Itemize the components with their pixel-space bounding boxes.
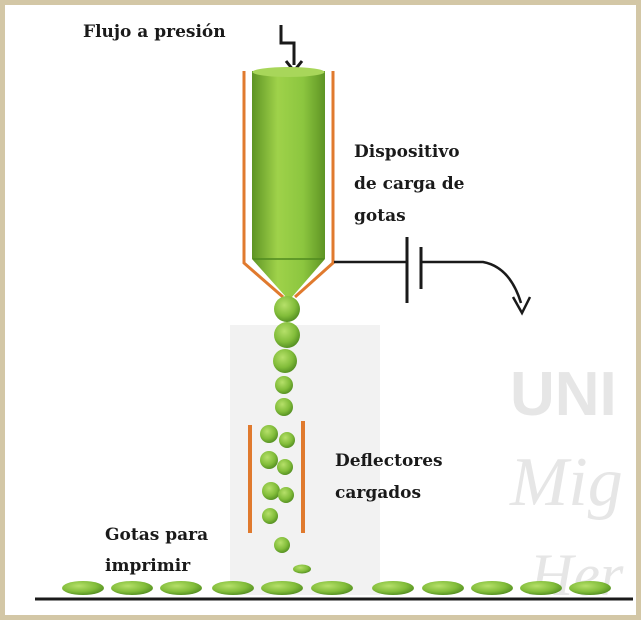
- nozzle-wall-left: [242, 71, 284, 299]
- drop: [275, 398, 293, 416]
- printed-drop: [62, 581, 104, 595]
- printed-drop: [520, 581, 562, 595]
- drops-label-line-1: Gotas para: [105, 525, 208, 545]
- drop: [273, 349, 297, 373]
- drop: [274, 537, 290, 553]
- printed-drop: [372, 581, 414, 595]
- charge-label-line-2: de carga de: [354, 174, 465, 194]
- printed-drop: [261, 581, 303, 595]
- drop: [275, 376, 293, 394]
- fluid-surface: [252, 67, 325, 77]
- drop: [274, 322, 300, 348]
- drop: [274, 296, 300, 322]
- printed-drop: [471, 581, 513, 595]
- printed-drops: [62, 581, 611, 595]
- printed-drop: [160, 581, 202, 595]
- inkjet-diagram: UNI Mig Her Flujo a presión Dispositivo …: [35, 22, 633, 608]
- printed-drop: [111, 581, 153, 595]
- drop: [262, 482, 280, 500]
- deflector-label-line-2: cargados: [335, 483, 421, 503]
- flow-label: Flujo a presión: [83, 22, 226, 42]
- drop: [279, 432, 295, 448]
- printed-drop: [311, 581, 353, 595]
- watermark-line-2: Mig: [509, 444, 623, 521]
- drop: [293, 564, 311, 574]
- watermark-line-3: Her: [529, 542, 624, 608]
- ground-wire: [421, 260, 523, 304]
- drop: [260, 425, 278, 443]
- drop: [278, 487, 294, 503]
- nozzle-wall-right: [293, 71, 335, 299]
- charge-label-line-1: Dispositivo: [354, 142, 460, 162]
- printed-drop: [569, 581, 611, 595]
- drop: [260, 451, 278, 469]
- drop: [277, 459, 293, 475]
- deflector-label-line-1: Deflectores: [335, 451, 443, 471]
- watermark-line-1: UNI: [510, 360, 617, 429]
- flow-arrow: [279, 25, 296, 65]
- ground-arrow-head: [511, 296, 532, 316]
- watermark: UNI Mig Her: [230, 325, 624, 608]
- nozzle-fluid: [252, 71, 325, 297]
- charge-label-line-3: gotas: [354, 206, 406, 226]
- drop-stream: [260, 296, 311, 574]
- drop: [262, 508, 278, 524]
- printed-drop: [212, 581, 254, 595]
- drops-label-line-2: imprimir: [105, 556, 191, 576]
- printed-drop: [422, 581, 464, 595]
